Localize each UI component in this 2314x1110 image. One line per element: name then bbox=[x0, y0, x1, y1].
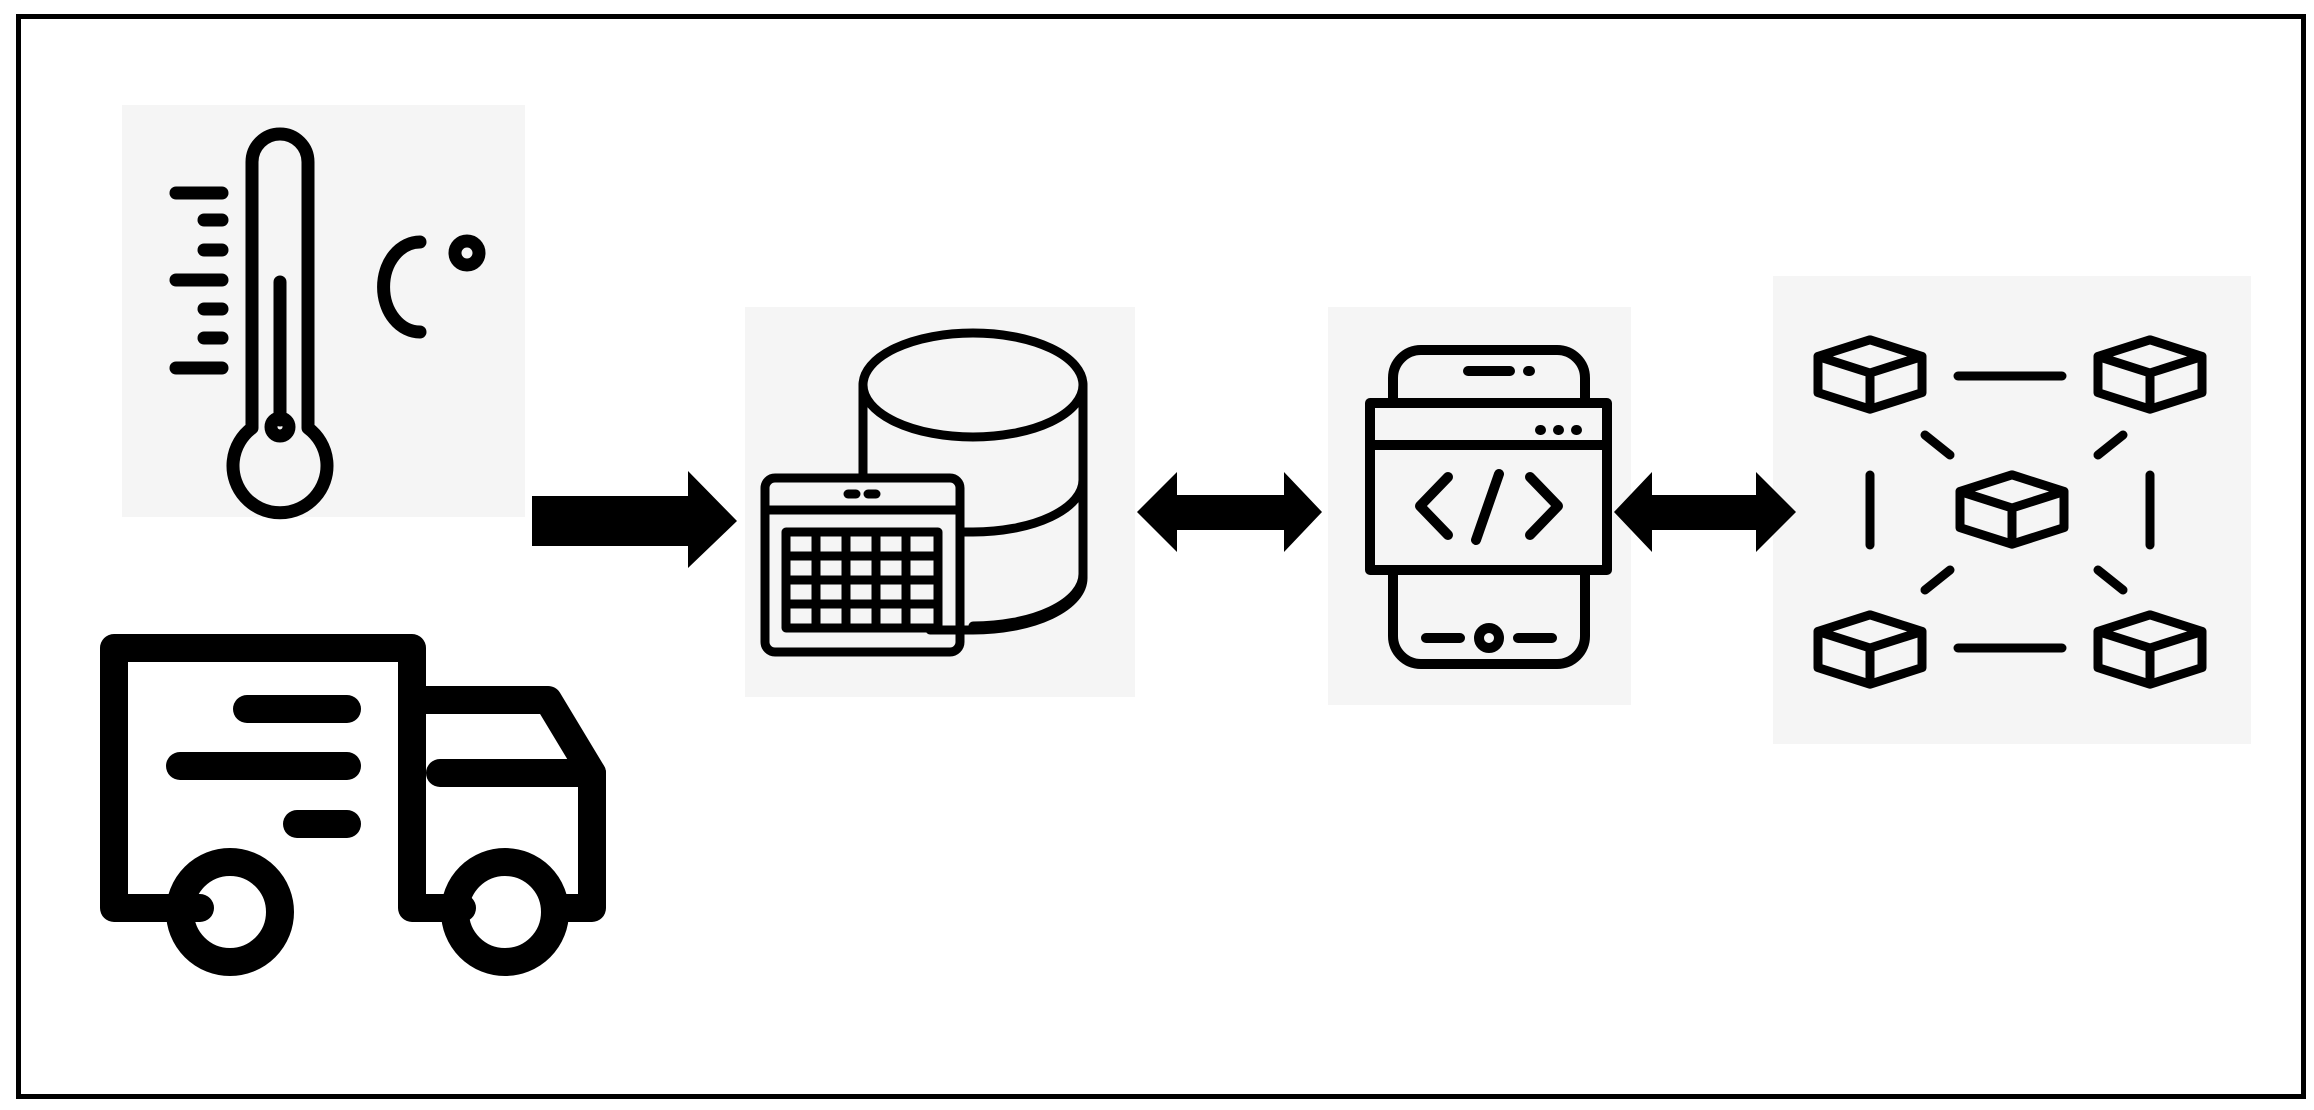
block-cube bbox=[2093, 335, 2207, 414]
block-cube bbox=[1813, 335, 1927, 414]
block-cube bbox=[1813, 610, 1927, 689]
block-cube bbox=[2093, 610, 2207, 689]
chain-link bbox=[1920, 430, 1955, 460]
chain-link bbox=[2093, 430, 2128, 460]
chain-link bbox=[2093, 565, 2128, 595]
chain-link bbox=[1920, 565, 1955, 595]
block-cube bbox=[1955, 470, 2069, 549]
